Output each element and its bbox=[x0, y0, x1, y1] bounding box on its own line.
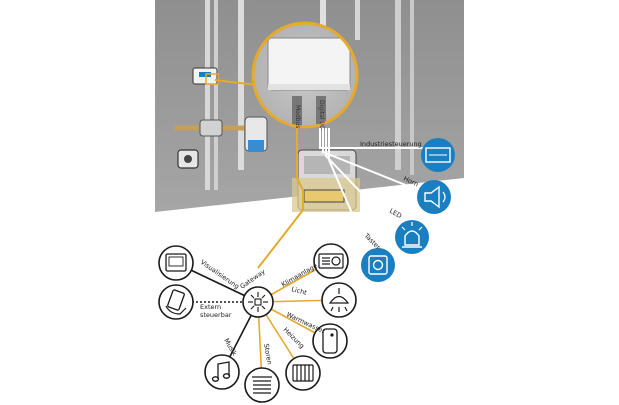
node-label-storen: Storen bbox=[262, 343, 274, 365]
water-heater-icon bbox=[322, 328, 338, 354]
beacon-light-icon bbox=[402, 230, 422, 248]
tablet-hand-icon bbox=[167, 289, 185, 311]
output-label-led: LED bbox=[388, 207, 403, 220]
node-label-visualisierung: Visualisierung bbox=[199, 258, 241, 291]
blinds-icon bbox=[252, 376, 272, 394]
node-klimaanlage: Klimaanlage bbox=[280, 243, 349, 289]
node-label-klimaanlage: Klimaanlage bbox=[280, 262, 319, 289]
display-panel-icon bbox=[165, 253, 187, 272]
modbus-label: Modbus bbox=[294, 105, 301, 128]
output-led: LED bbox=[388, 207, 429, 254]
gateway-hub-icon bbox=[248, 292, 268, 312]
industrial-controller-icon bbox=[425, 147, 451, 163]
node-label-extern-line2: steuerbar bbox=[200, 311, 232, 319]
music-note-icon bbox=[217, 361, 230, 379]
gateway-magnifier: Modbus Digital I/O bbox=[205, 21, 359, 130]
node-musik: Musik bbox=[204, 337, 240, 390]
node-licht: Licht bbox=[290, 282, 357, 318]
ceiling-lamp-icon bbox=[328, 288, 350, 312]
node-extern-steuerbar: Extern steuerbar bbox=[158, 284, 232, 320]
node-storen: Storen bbox=[244, 343, 280, 403]
connection-lines bbox=[257, 128, 425, 269]
output-industriesteuerung: Industriesteuerung bbox=[360, 138, 455, 172]
radiator-icon bbox=[292, 364, 314, 382]
output-label-industriesteuerung: Industriesteuerung bbox=[360, 140, 422, 148]
air-conditioner-icon bbox=[318, 253, 344, 269]
node-visualisierung: Visualisierung bbox=[158, 245, 241, 291]
node-label-heizung: Heizung bbox=[282, 326, 306, 350]
node-label-musik: Musik bbox=[222, 337, 238, 357]
output-taster: Taster bbox=[361, 231, 395, 282]
push-button-icon bbox=[368, 255, 388, 275]
node-label-licht: Licht bbox=[290, 285, 308, 297]
horn-icon bbox=[424, 185, 440, 209]
node-label-extern-line1: Extern bbox=[200, 303, 221, 311]
digital-io-label: Digital I/O bbox=[318, 100, 325, 130]
